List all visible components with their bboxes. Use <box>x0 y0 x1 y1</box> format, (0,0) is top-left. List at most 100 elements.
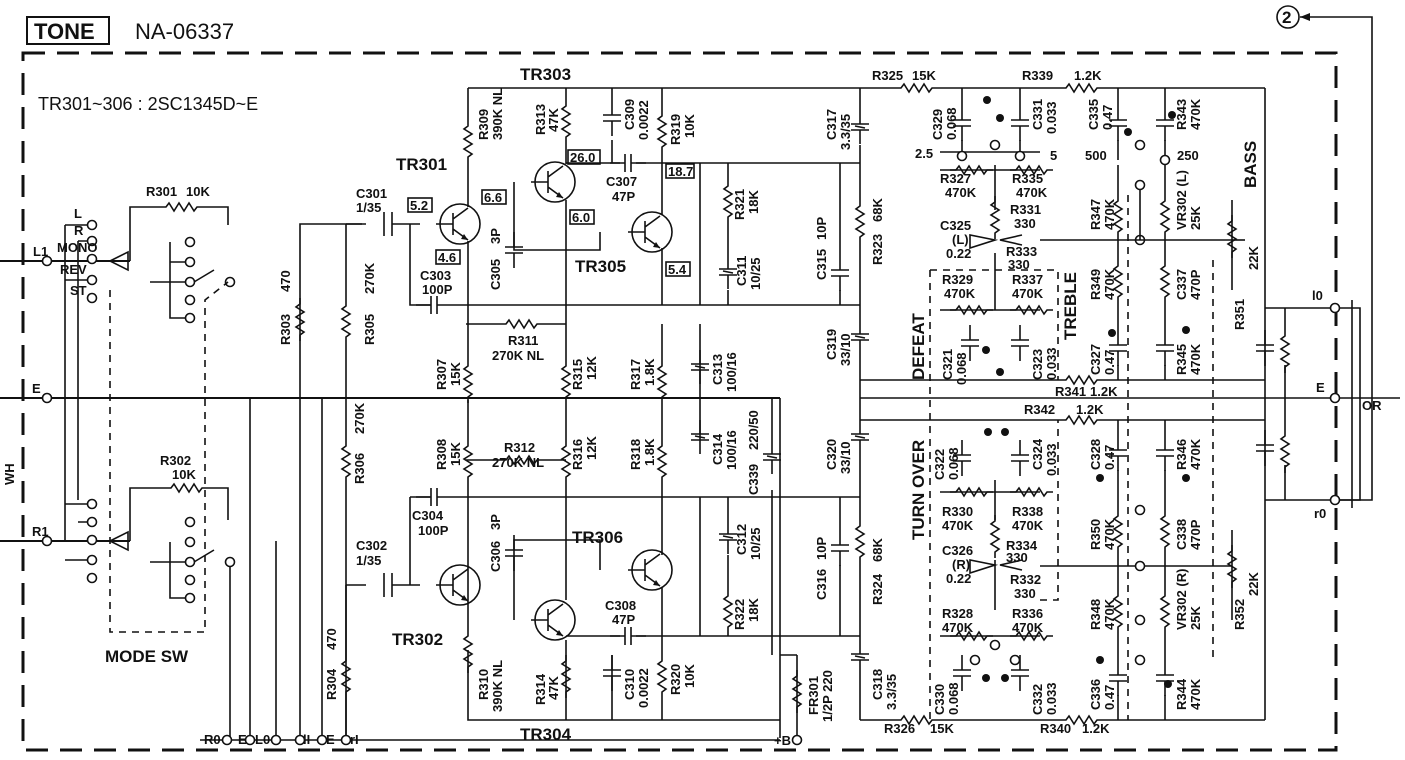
c305-ref: C305 <box>488 259 503 290</box>
r327-value: 470K <box>945 185 977 200</box>
terminal-plus-b: +B <box>774 733 791 748</box>
r321-ref: R321 <box>732 189 747 220</box>
transistor-stages: TR301 TR302 TR303 TR304 TR305 TR306 5.2 … <box>392 65 860 748</box>
turnover-250: 250 <box>1177 148 1199 163</box>
switch-pos-r: R <box>74 223 84 238</box>
c301-value: 1/35 <box>356 200 381 215</box>
c311-ref: C311 <box>734 256 749 286</box>
c313-ref: C313 <box>710 354 725 385</box>
r343-ref: R347 <box>1088 199 1103 230</box>
tr302-label: TR302 <box>392 630 443 649</box>
c321-ref: C321 <box>940 349 955 380</box>
fr301-value: 1/2P 220 <box>820 670 835 722</box>
r322-ref: R322 <box>732 599 747 630</box>
c314-ref: C314 <box>710 433 725 465</box>
c336-ref: R344 <box>1174 678 1189 710</box>
r347-ref: VR302 (L) <box>1174 170 1189 230</box>
r348-ref: VR302 (R) <box>1174 569 1189 630</box>
c328-value: 470K <box>1188 438 1203 470</box>
c339-value: 220/50 <box>746 410 761 450</box>
voltage-tr305-collector: 18.7 <box>668 164 693 179</box>
c318-value: 3.3/35 <box>884 674 899 710</box>
r328-ref: R328 <box>942 606 973 621</box>
r324-value: 68K <box>870 538 885 562</box>
terminal-e2: E <box>326 732 335 747</box>
transistor-note: TR301~306 : 2SC1345D~E <box>38 94 258 114</box>
r316-value: 12K <box>584 436 599 460</box>
r349-ref: C337 <box>1174 269 1189 300</box>
vr302l-ref: R351 <box>1232 299 1247 330</box>
turnover-5: 5 <box>1050 148 1057 163</box>
r335-value: 470K <box>1016 185 1048 200</box>
output-section: l0 E r0 OR <box>1255 288 1382 521</box>
r342-ref: R342 <box>1024 402 1055 417</box>
tr303-label: TR303 <box>520 65 571 84</box>
r323-value: 68K <box>870 198 885 222</box>
terminal-or: OR <box>1362 398 1382 413</box>
c316-ref: C316 <box>814 569 829 600</box>
r345-ref: R349 <box>1088 269 1103 300</box>
c302-value: 1/35 <box>356 553 381 568</box>
r336-value: 470K <box>1012 620 1044 635</box>
c326-ref: C328 <box>1088 439 1103 470</box>
r305-ref: R305 <box>362 314 377 345</box>
c320-value: 33/10 <box>838 441 853 474</box>
r309-value: 390K NL <box>490 88 505 140</box>
c315-ref: C315 <box>814 249 829 280</box>
tr301-label: TR301 <box>396 155 447 174</box>
r317-ref: R317 <box>628 359 643 390</box>
c314-value: 100/16 <box>724 430 739 470</box>
terminal-l0: L0 <box>255 732 270 747</box>
r313-value: 47K <box>546 108 561 132</box>
r341-value: 1.2K <box>1090 384 1118 399</box>
r337-ref: R337 <box>1012 272 1043 287</box>
vr301l-value: 0.22 <box>946 246 971 261</box>
c308-value: 47P <box>612 612 635 627</box>
r344-ref: R348 <box>1088 599 1103 630</box>
vr302l-value: 22K <box>1246 246 1261 270</box>
c303-ref: C303 <box>420 268 451 283</box>
coupling-section: C315 10P C316 10P C317 3.3/35 C318 3.3/3… <box>814 88 899 720</box>
c330-ref: C330 <box>932 684 947 715</box>
r329-ref: R329 <box>942 272 973 287</box>
r317-value: 1.8K <box>642 358 657 386</box>
r350-ref: C338 <box>1174 519 1189 550</box>
r333-ref: R333 <box>1006 244 1037 259</box>
section-label-box <box>26 16 110 45</box>
c313-value: 100/16 <box>724 352 739 392</box>
r324-ref: R324 <box>870 573 885 605</box>
r333-value: 330 <box>1008 257 1030 272</box>
section-label: TONE <box>34 19 95 44</box>
r309-ref: R309 <box>476 109 491 140</box>
input-stage: R303 470 R304 470 R305 270K R306 270K C3… <box>278 186 420 735</box>
r340-ref: R340 <box>1040 721 1071 736</box>
turnover-500: 500 <box>1085 148 1107 163</box>
treble-label: TREBLE <box>1061 272 1080 340</box>
c304-ref: C304 <box>412 508 444 523</box>
terminal-l1: L1 <box>33 244 48 259</box>
board-border <box>21 51 1338 752</box>
c325-value: 0.47 <box>1102 350 1117 375</box>
r338-value: 470K <box>1012 518 1044 533</box>
c324-value: 0.033 <box>1044 443 1059 476</box>
switch-pos-rev: REV <box>60 262 87 277</box>
r304-value: 470 <box>324 628 339 650</box>
c307-ref: C307 <box>606 174 637 189</box>
c331-ref: C331 <box>1030 99 1045 130</box>
tone-network: R325 15K R339 1.2K R326 15K R340 1.2K R3… <box>860 68 1400 736</box>
c327-ref: R345 <box>1174 344 1189 375</box>
r306-value: 270K <box>352 402 367 434</box>
c310-value: 0.0022 <box>636 668 651 708</box>
r318-ref: R318 <box>628 439 643 470</box>
r342-value: 1.2K <box>1076 402 1104 417</box>
r331-ref: R331 <box>1010 202 1041 217</box>
c335-ref: R343 <box>1174 99 1189 130</box>
r308-value: 15K <box>448 442 463 466</box>
c308-ref: C308 <box>605 598 636 613</box>
r330-ref: R330 <box>942 504 973 519</box>
r343-value: 470K <box>1102 198 1117 230</box>
c312-ref: C312 <box>734 524 749 555</box>
terminal-wh: WH <box>2 463 17 485</box>
defeat-label: DEFEAT <box>909 313 928 380</box>
